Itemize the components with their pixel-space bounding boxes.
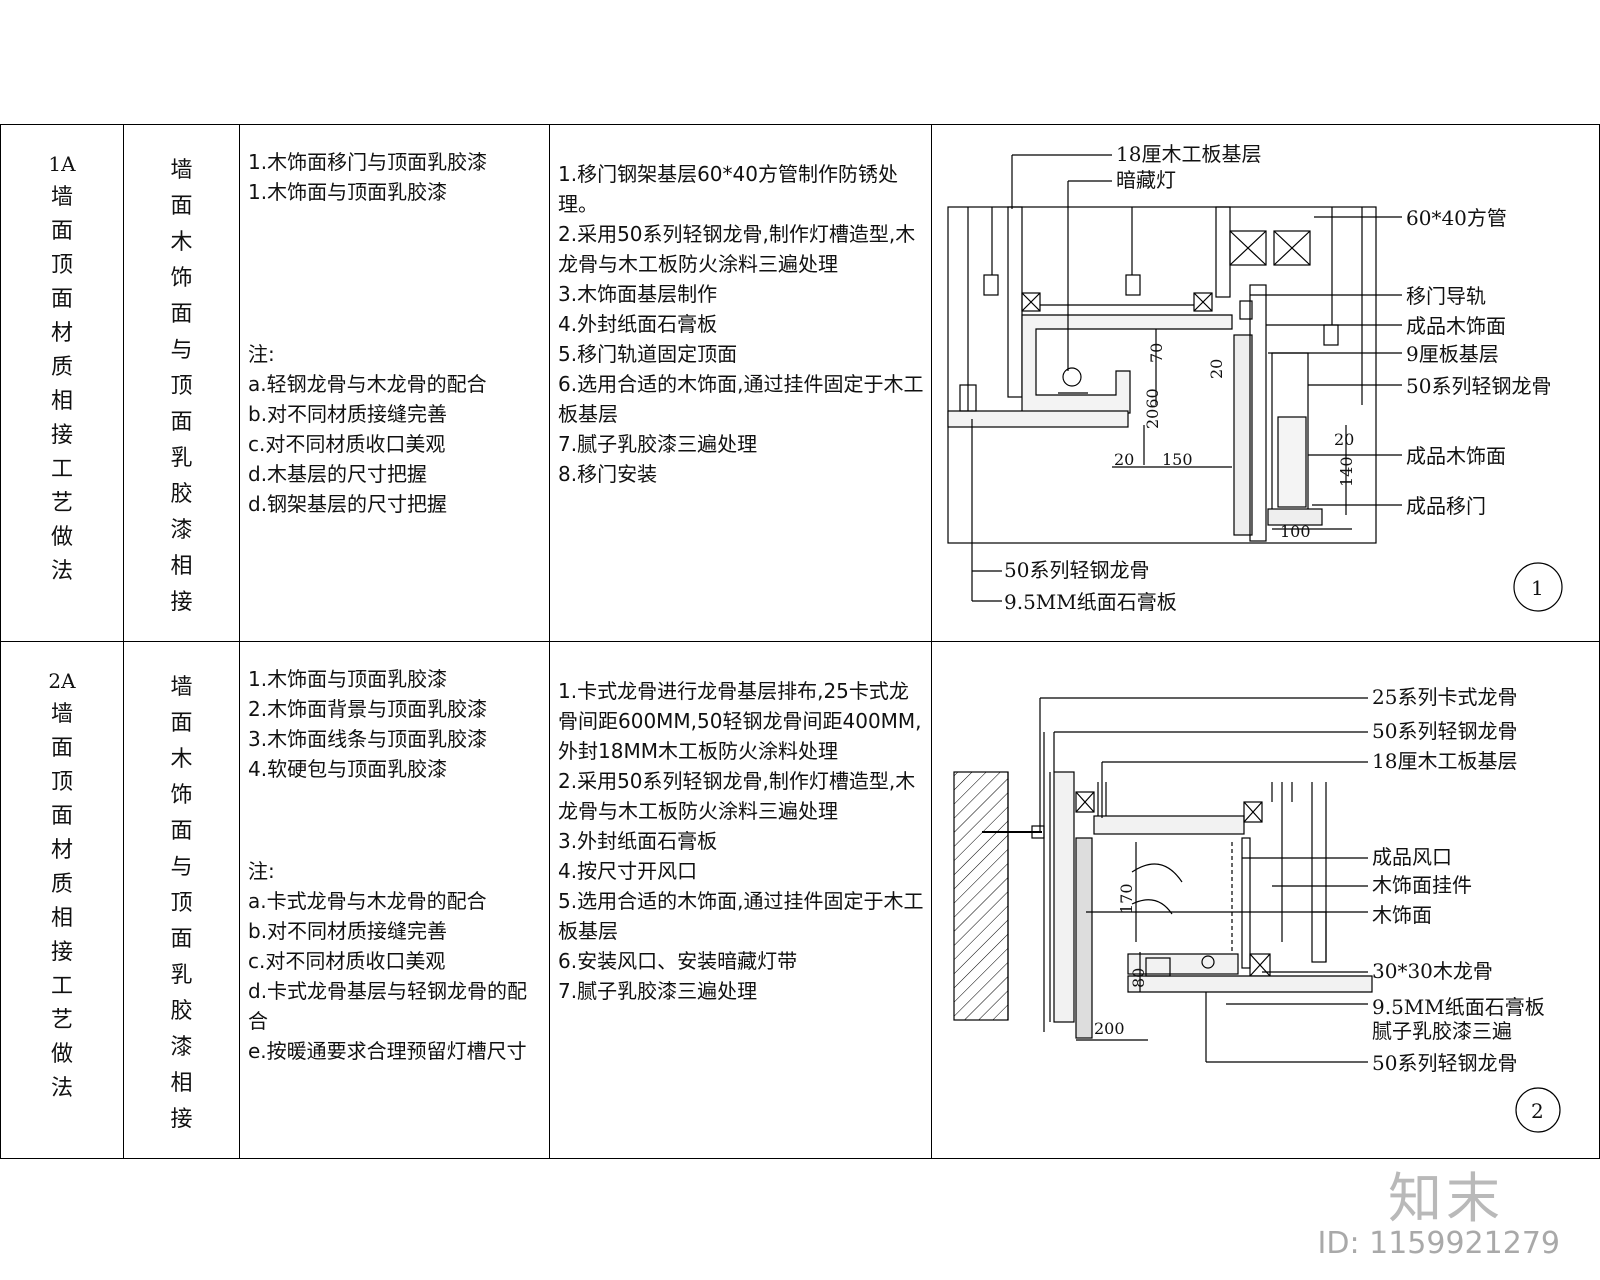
section-drawing-1: 18厘木工板基层 暗藏灯 60*40方管 移门导轨 成品木饰面 9厘板基层 50… — [947, 142, 1563, 614]
materials-cell: 1.木饰面移门与顶面乳胶漆 1.木饰面与顶面乳胶漆 注: a.轻钢龙骨与木龙骨的… — [239, 124, 550, 642]
drawing-label: 18厘木工板基层 — [1372, 749, 1517, 773]
drawing-label: 9.5MM纸面石膏板 — [1372, 995, 1545, 1019]
drawing-label: 18厘木工板基层 — [1116, 142, 1261, 166]
note-item: d.木基层的尺寸把握 — [248, 462, 428, 486]
note-item: c.对不同材质收口美观 — [248, 432, 446, 456]
step-item: 6.选用合适的木饰面,通过挂件固定于木工板基层 — [558, 372, 924, 426]
material-item: 4.软硬包与顶面乳胶漆 — [248, 757, 448, 781]
material-item: 3.木饰面线条与顶面乳胶漆 — [248, 727, 488, 751]
drawing-number: 2 — [1531, 1099, 1544, 1123]
dimension-label: 2060 — [1143, 388, 1162, 429]
material-item: 1.木饰面与顶面乳胶漆 — [248, 180, 448, 204]
note-title: 注: — [248, 342, 275, 366]
row-name: 墙面木饰面与顶面乳胶漆相接 — [170, 675, 193, 1132]
step-item: 4.外封纸面石膏板 — [558, 312, 718, 336]
drawing-label: 木饰面挂件 — [1372, 873, 1472, 897]
steps-cell: 1.卡式龙骨进行龙骨基层排布,25卡式龙骨间距600MM,50轻钢龙骨间距400… — [549, 641, 932, 1159]
table-row: 2A 墙面顶面材质相接工艺做法 墙面木饰面与顶面乳胶漆相接 1.木饰面与顶面乳胶… — [0, 641, 1600, 1159]
row-name: 墙面木饰面与顶面乳胶漆相接 — [170, 158, 193, 615]
step-item: 7.腻子乳胶漆三遍处理 — [558, 979, 758, 1003]
step-item: 8.移门安装 — [558, 462, 658, 486]
drawing-label: 腻子乳胶漆三遍 — [1372, 1019, 1512, 1043]
drawing-label: 移门导轨 — [1406, 284, 1486, 308]
drawing-label: 30*30木龙骨 — [1372, 959, 1493, 983]
step-item: 4.按尺寸开风口 — [558, 859, 698, 883]
name-cell: 墙面木饰面与顶面乳胶漆相接 — [123, 641, 240, 1159]
step-item: 1.移门钢架基层60*40方管制作防锈处理。 — [558, 162, 898, 216]
step-item: 5.移门轨道固定顶面 — [558, 342, 738, 366]
dimension-label: 140 — [1337, 456, 1356, 487]
drawing-cell: 25系列卡式龙骨 50系列轻钢龙骨 18厘木工板基层 成品风口 木饰面挂件 木饰… — [931, 641, 1600, 1159]
note-item: d.卡式龙骨基层与轻钢龙骨的配合 — [248, 979, 528, 1033]
material-item: 1.木饰面移门与顶面乳胶漆 — [248, 150, 488, 174]
dimension-label: 20 — [1334, 430, 1354, 449]
drawing-label: 50系列轻钢龙骨 — [1372, 1051, 1517, 1075]
step-item: 3.木饰面基层制作 — [558, 282, 718, 306]
material-item: 2.木饰面背景与顶面乳胶漆 — [248, 697, 488, 721]
materials-cell: 1.木饰面与顶面乳胶漆 2.木饰面背景与顶面乳胶漆 3.木饰面线条与顶面乳胶漆 … — [239, 641, 550, 1159]
table-row: 1A 墙面顶面材质相接工艺做法 墙面木饰面与顶面乳胶漆相接 1.木饰面移门与顶面… — [0, 124, 1600, 642]
note-item: b.对不同材质接缝完善 — [248, 402, 448, 426]
drawing-label: 成品移门 — [1406, 494, 1486, 518]
note-item: e.按暖通要求合理预留灯槽尺寸 — [248, 1039, 527, 1063]
step-item: 2.采用50系列轻钢龙骨,制作灯槽造型,木龙骨与木工板防火涂料三遍处理 — [558, 222, 916, 276]
step-item: 2.采用50系列轻钢龙骨,制作灯槽造型,木龙骨与木工板防火涂料三遍处理 — [558, 769, 916, 823]
name-cell: 墙面木饰面与顶面乳胶漆相接 — [123, 124, 240, 642]
row-code: 2A — [48, 669, 76, 693]
code-cell: 1A 墙面顶面材质相接工艺做法 — [0, 124, 124, 642]
drawing-label: 暗藏灯 — [1116, 168, 1176, 192]
image-id-label: ID: 1159921279 — [1317, 1226, 1560, 1261]
drawing-label: 60*40方管 — [1406, 206, 1507, 230]
drawing-label: 25系列卡式龙骨 — [1372, 685, 1517, 709]
note-title: 注: — [248, 859, 275, 883]
dimension-label: 200 — [1094, 1019, 1125, 1038]
drawing-label: 9.5MM纸面石膏板 — [1004, 590, 1177, 614]
drawing-label: 成品木饰面 — [1406, 314, 1506, 338]
row-code-desc: 墙面顶面材质相接工艺做法 — [50, 185, 73, 584]
note-item: c.对不同材质收口美观 — [248, 949, 446, 973]
step-item: 5.选用合适的木饰面,通过挂件固定于木工板基层 — [558, 889, 924, 943]
drawing-label: 木饰面 — [1372, 903, 1432, 927]
row-code-desc: 墙面顶面材质相接工艺做法 — [50, 702, 73, 1101]
drawing-cell: 18厘木工板基层 暗藏灯 60*40方管 移门导轨 成品木饰面 9厘板基层 50… — [931, 124, 1600, 642]
material-item: 1.木饰面与顶面乳胶漆 — [248, 667, 448, 691]
dimension-label: 20 — [1114, 450, 1134, 469]
dimension-label: 20 — [1207, 359, 1226, 379]
note-item: d.钢架基层的尺寸把握 — [248, 492, 448, 516]
code-cell: 2A 墙面顶面材质相接工艺做法 — [0, 641, 124, 1159]
dimension-label: 100 — [1280, 522, 1311, 541]
watermark-logo: 知末 — [1388, 1167, 1504, 1230]
dimension-label: 150 — [1162, 450, 1193, 469]
note-item: a.轻钢龙骨与木龙骨的配合 — [248, 372, 487, 396]
dimension-label: 80 — [1129, 968, 1148, 988]
step-item: 3.外封纸面石膏板 — [558, 829, 718, 853]
step-item: 1.卡式龙骨进行龙骨基层排布,25卡式龙骨间距600MM,50轻钢龙骨间距400… — [558, 679, 922, 763]
drawing-number: 1 — [1531, 576, 1544, 600]
step-item: 6.安装风口、安装暗藏灯带 — [558, 949, 798, 973]
section-drawing-2: 25系列卡式龙骨 50系列轻钢龙骨 18厘木工板基层 成品风口 木饰面挂件 木饰… — [953, 685, 1561, 1133]
dimension-label: 70 — [1147, 343, 1166, 363]
row-code: 1A — [48, 152, 76, 176]
drawing-label: 9厘板基层 — [1406, 342, 1499, 366]
drawing-label: 50系列轻钢龙骨 — [1372, 719, 1517, 743]
dimension-label: 170 — [1117, 883, 1136, 914]
note-item: b.对不同材质接缝完善 — [248, 919, 448, 943]
detail-sheet: 1A 墙面顶面材质相接工艺做法 墙面木饰面与顶面乳胶漆相接 1.木饰面移门与顶面… — [0, 124, 1600, 1159]
steps-cell: 1.移门钢架基层60*40方管制作防锈处理。 2.采用50系列轻钢龙骨,制作灯槽… — [549, 124, 932, 642]
drawing-label: 成品风口 — [1372, 845, 1452, 869]
drawing-label: 50系列轻钢龙骨 — [1004, 558, 1149, 582]
drawing-label: 成品木饰面 — [1406, 444, 1506, 468]
note-item: a.卡式龙骨与木龙骨的配合 — [248, 889, 487, 913]
detail-table: 1A 墙面顶面材质相接工艺做法 墙面木饰面与顶面乳胶漆相接 1.木饰面移门与顶面… — [0, 124, 1600, 1159]
drawing-label: 50系列轻钢龙骨 — [1406, 374, 1551, 398]
step-item: 7.腻子乳胶漆三遍处理 — [558, 432, 758, 456]
